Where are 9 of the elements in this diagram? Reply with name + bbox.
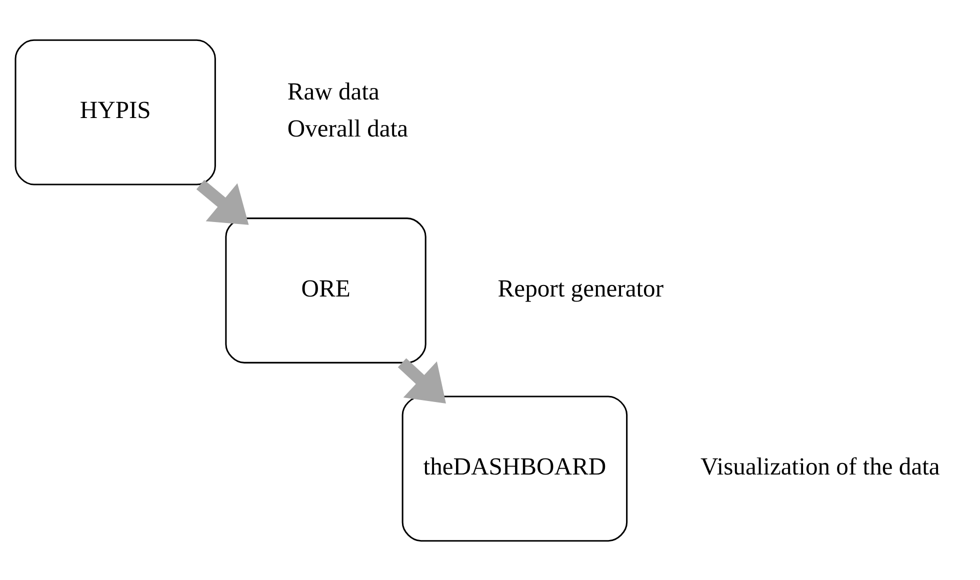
arrow: [196, 179, 248, 224]
node-label: Overall data: [286, 115, 408, 142]
node-box: HYPIS: [14, 38, 216, 185]
node-label: Visualization of the data: [700, 453, 940, 480]
node-label: Raw data: [286, 78, 379, 106]
node-box: theDASHBOARD: [401, 395, 628, 542]
arrow: [397, 358, 446, 403]
node-label: Report generator: [497, 274, 664, 302]
node-box: ORE: [224, 217, 426, 363]
